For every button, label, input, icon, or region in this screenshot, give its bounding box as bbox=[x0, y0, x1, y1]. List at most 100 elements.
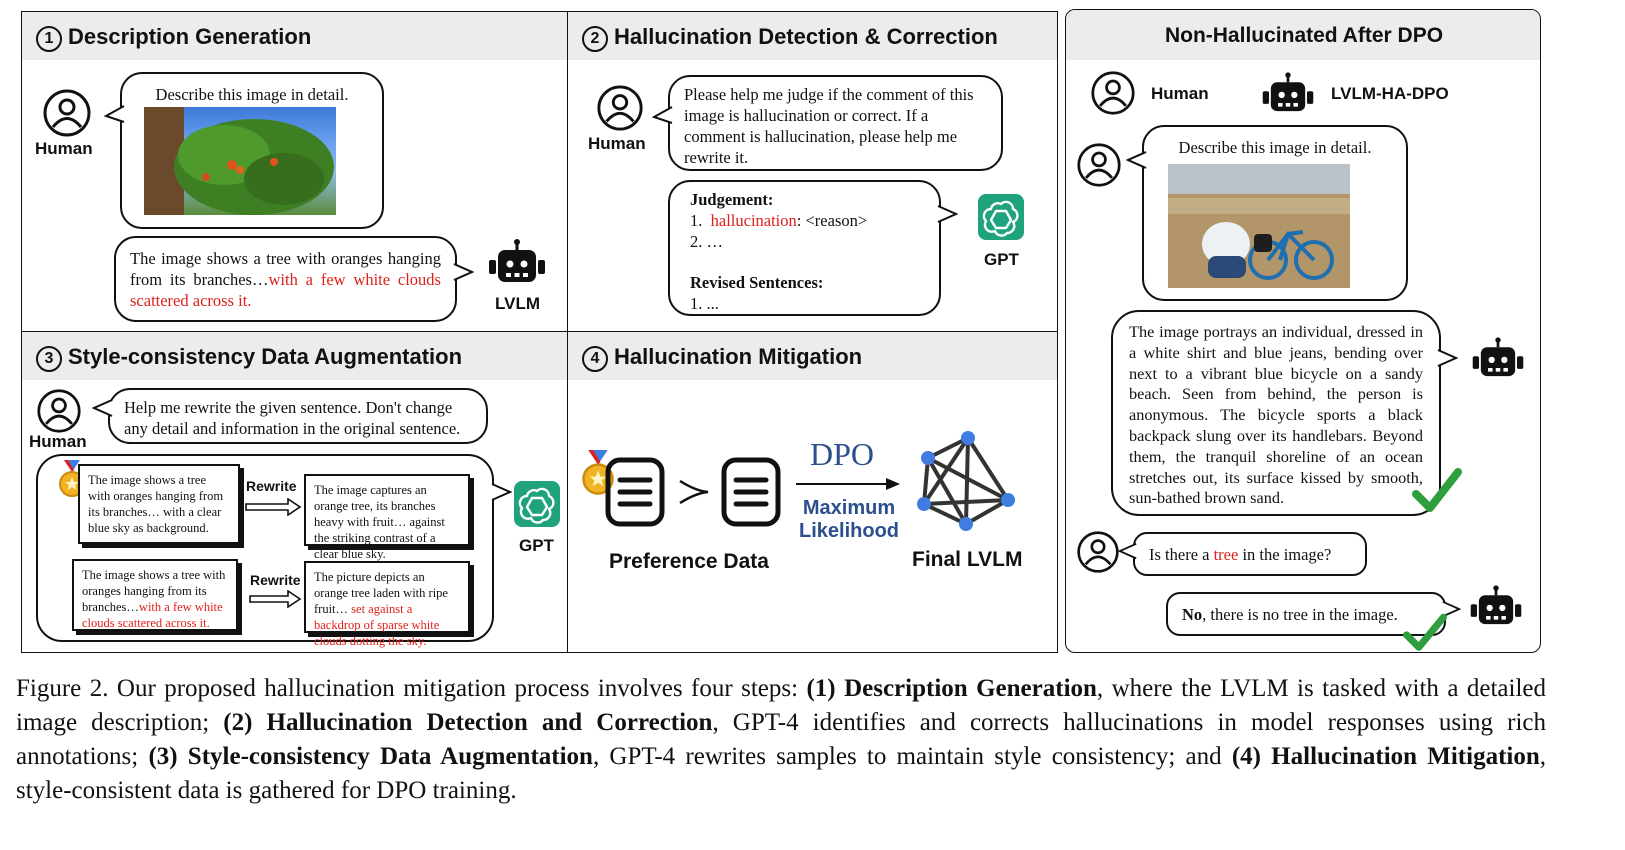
prompt-text: Describe this image in detail. bbox=[155, 85, 349, 104]
lvlm-answer-bubble: No, there is no tree in the image. bbox=[1166, 592, 1446, 636]
caption-text: Figure 2. Our proposed hallucination mit… bbox=[16, 675, 807, 702]
caption-text: , GPT-4 identifies and corrects hallucin… bbox=[16, 709, 1546, 770]
rewrite-label: Rewrite bbox=[246, 478, 297, 494]
human-label: Human bbox=[588, 134, 646, 153]
rewrite-label: Rewrite bbox=[250, 572, 301, 588]
rewritten-hallucinated-card: The picture depicts an orange tree laden… bbox=[304, 561, 470, 648]
panel-header bbox=[1066, 10, 1540, 60]
bubble-tail bbox=[491, 483, 512, 501]
question-text: in the image? bbox=[1238, 545, 1332, 564]
step-number: 1 bbox=[36, 26, 62, 52]
hallucinated-text: set against a backdrop of sparse white c… bbox=[314, 602, 440, 648]
item-number: 1. bbox=[690, 211, 703, 230]
arrow-icon bbox=[245, 498, 302, 516]
question-text: Is there a bbox=[1149, 545, 1214, 564]
human-icon bbox=[1077, 531, 1119, 573]
document-icon bbox=[721, 457, 781, 527]
gpt-logo-icon bbox=[514, 481, 560, 527]
human-icon bbox=[597, 85, 643, 131]
panel-header bbox=[22, 332, 568, 380]
reason-text: : <reason> bbox=[796, 211, 868, 230]
response-text: The image shows a tree with oranges hang… bbox=[130, 249, 441, 289]
bubble-tail bbox=[1442, 600, 1461, 618]
caption-text: , style-consistent data is gathered for … bbox=[16, 743, 1546, 804]
bubble-tail bbox=[937, 205, 958, 223]
max-likelihood-line: Maximum bbox=[802, 497, 896, 519]
robot-icon bbox=[1262, 72, 1314, 112]
bubble-tail bbox=[453, 263, 474, 281]
judgement-item: 2. … bbox=[690, 232, 723, 251]
human-icon bbox=[1091, 71, 1135, 115]
gpt-response-bubble: Judgement: 1. hallucination: <reason> 2.… bbox=[668, 180, 941, 316]
caption-text: , GPT-4 rewrites samples to maintain sty… bbox=[592, 743, 1232, 770]
user-prompt-bubble: Please help me judge if the comment of t… bbox=[668, 75, 1003, 171]
judgement-label: Judgement: bbox=[690, 190, 774, 209]
panel-title-text: Hallucination Mitigation bbox=[614, 344, 863, 369]
human-icon bbox=[1077, 143, 1121, 187]
bubble-tail bbox=[1118, 542, 1137, 560]
panel-header bbox=[568, 332, 1057, 380]
caption-text: , where the LVLM is tasked with a detail… bbox=[16, 675, 1547, 736]
human-legend-label: Human bbox=[1151, 84, 1209, 103]
prompt-text: Help me rewrite the given sentence. Don'… bbox=[124, 398, 461, 438]
step-number: 3 bbox=[36, 346, 62, 372]
answer-text: , there is no tree in the image. bbox=[1202, 605, 1398, 624]
user-prompt-bubble: Help me rewrite the given sentence. Don'… bbox=[108, 388, 488, 444]
gpt-logo-icon bbox=[978, 194, 1024, 240]
panel-header bbox=[22, 12, 568, 60]
card-text: The picture depicts an orange tree laden… bbox=[314, 570, 448, 616]
preference-data-label: Preference Data bbox=[609, 550, 769, 573]
checkmark-icon bbox=[1403, 613, 1447, 651]
lvlm-response-bubble: The image shows a tree with oranges hang… bbox=[114, 236, 457, 322]
bubble-tail bbox=[1437, 349, 1458, 367]
caption-step: (2) Hallucination Detection and Correcti… bbox=[223, 709, 713, 736]
human-label: Human bbox=[29, 432, 87, 451]
rewritten-description-card: The image captures an orange tree, its b… bbox=[304, 474, 470, 561]
final-lvlm-label: Final LVLM bbox=[912, 548, 1023, 571]
judgement-item: 1. hallucination: <reason> bbox=[690, 210, 919, 231]
step-number: 2 bbox=[582, 26, 608, 52]
panel-title-text: Description Generation bbox=[68, 24, 312, 49]
panel-title-text: Style-consistency Data Augmentation bbox=[68, 344, 463, 369]
caption-step: (1) Description Generation bbox=[806, 675, 1097, 702]
human-icon bbox=[37, 389, 81, 433]
prompt-text: Please help me judge if the comment of t… bbox=[684, 85, 974, 167]
lvlm-label: LVLM bbox=[495, 294, 541, 313]
bubble-tail bbox=[1126, 151, 1147, 169]
dpo-label: DPO bbox=[810, 436, 875, 472]
panel-header bbox=[568, 12, 1057, 60]
gpt-label: GPT bbox=[984, 250, 1019, 269]
human-label: Human bbox=[35, 139, 93, 158]
arrow-icon bbox=[796, 478, 900, 490]
beach-bicycle-photo bbox=[1168, 164, 1350, 288]
bubble-tail bbox=[652, 106, 673, 124]
caption-step: (4) Hallucination Mitigation bbox=[1231, 743, 1540, 770]
hallucinated-text: with a few white clouds scattered across… bbox=[130, 270, 441, 310]
bubble-tail bbox=[92, 399, 113, 417]
hallucination-word: hallucination bbox=[710, 211, 797, 230]
response-text: The image portrays an individual, dresse… bbox=[1129, 322, 1423, 508]
prompt-text: Describe this image in detail. bbox=[1178, 138, 1372, 157]
human-icon bbox=[43, 89, 91, 137]
step-number: 4 bbox=[582, 346, 608, 372]
answer-no: No bbox=[1182, 605, 1203, 624]
lvlm-response-bubble: The image portrays an individual, dresse… bbox=[1111, 310, 1441, 516]
hallucinated-description-card: The image shows a tree with oranges hang… bbox=[72, 559, 238, 631]
card-text: The image shows a tree with oranges hang… bbox=[82, 568, 226, 614]
document-icon bbox=[605, 457, 665, 527]
robot-icon bbox=[1470, 585, 1522, 625]
caption-step: (3) Style-consistency Data Augmentation bbox=[148, 743, 593, 770]
user-question-bubble: Is there a tree in the image? bbox=[1133, 532, 1367, 576]
bubble-tail bbox=[104, 105, 125, 123]
original-description-card: The image shows a tree with oranges hang… bbox=[78, 464, 240, 544]
hallucinated-text: with a few white clouds scattered across… bbox=[82, 600, 223, 630]
figure-caption: Figure 2. Our proposed hallucination mit… bbox=[16, 672, 1546, 808]
